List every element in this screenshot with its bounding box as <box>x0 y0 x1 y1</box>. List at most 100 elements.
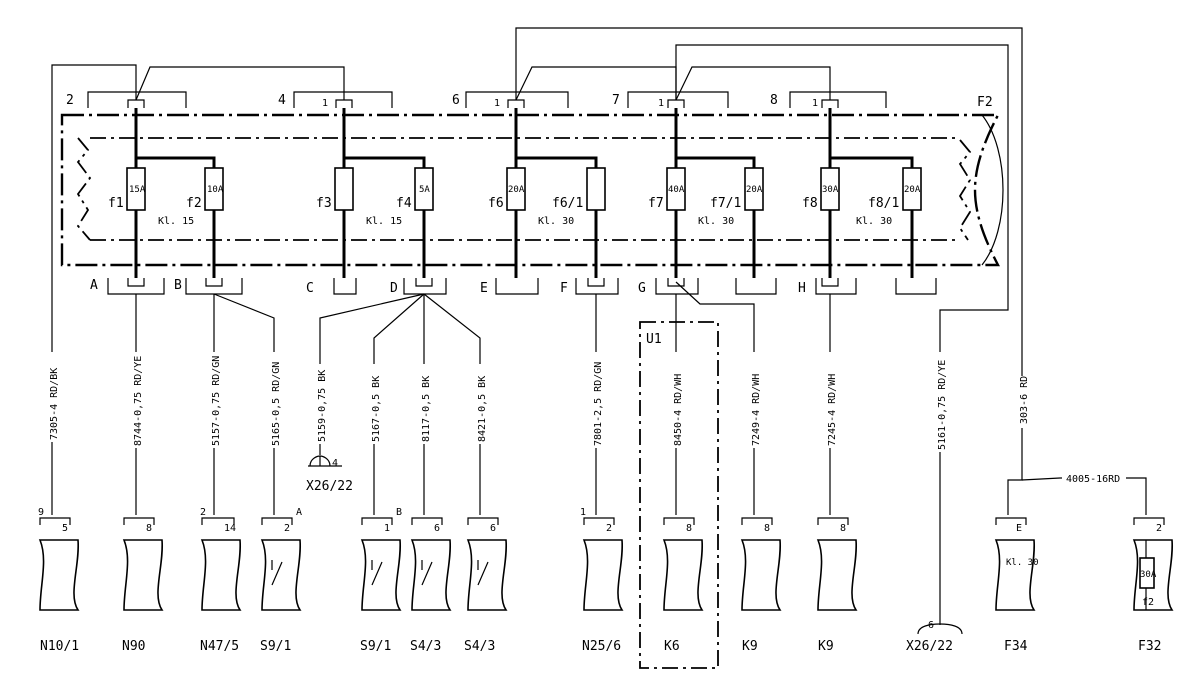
fuse-rating: 40A <box>668 185 685 195</box>
fuse-f4[interactable]: 5A f4 <box>396 167 434 211</box>
component-n90[interactable]: 8 N90 <box>122 517 164 654</box>
component-name: N25/6 <box>582 639 621 654</box>
fuse-f6[interactable]: 20A f6 <box>488 167 526 211</box>
component-pin: 5 <box>62 523 68 534</box>
components: 5 9 N10/1 8 N90 14 2 N47/5 2 A S9/1 <box>38 507 1174 654</box>
internal-wiring <box>134 108 914 278</box>
wire-label: 7249-4 RD/WH <box>751 374 762 446</box>
fuse-rating: 20A <box>904 185 921 195</box>
feed-wires <box>51 27 1023 385</box>
ground-pin: 4 <box>332 458 338 469</box>
component-f34[interactable]: E Kl. 30 F34 <box>994 517 1039 654</box>
fuse-f7[interactable]: 40A f7 <box>648 167 686 211</box>
fuse-f7-1[interactable]: 20A f7/1 <box>710 167 764 211</box>
component-s4-3[interactable]: 6 S4/3 <box>410 517 452 654</box>
component-pin: 2 <box>1156 523 1162 534</box>
component-name: N90 <box>122 639 145 654</box>
wire-label: 5159-0,75 BK <box>317 370 328 442</box>
component-k9-second[interactable]: 8 K9 <box>816 517 858 654</box>
fusebox-outline: F2 <box>60 95 1004 267</box>
wire-label: 8117-0,5 BK <box>421 376 432 442</box>
fuse-rating: 15A <box>129 185 146 195</box>
component-pin: 14 <box>224 523 236 534</box>
fuse-id: f4 <box>396 196 412 211</box>
output-letter: A <box>90 278 98 293</box>
terminal-label: Kl. 15 <box>158 216 194 227</box>
wire-label: 5157-0,75 RD/GN <box>211 356 222 446</box>
module-label: U1 <box>646 332 662 347</box>
component-ext: 1 <box>580 507 586 518</box>
output-letter: G <box>638 281 646 296</box>
component-n47-5[interactable]: 14 2 N47/5 <box>200 507 242 654</box>
fusebox-name: F2 <box>977 95 993 110</box>
component-ext: B <box>396 507 402 518</box>
busbar-pin: 1 <box>812 98 818 109</box>
component-n25-6[interactable]: 2 1 N25/6 <box>580 507 624 654</box>
fuse-id: f7 <box>648 196 664 211</box>
component-pin: 2 <box>284 523 290 534</box>
ground-name: X26/22 <box>306 479 353 494</box>
component-pin: 6 <box>928 620 934 631</box>
component-pin: 6 <box>434 523 440 534</box>
component-pin: 8 <box>686 523 692 534</box>
component-pin: 2 <box>606 523 612 534</box>
terminal-label: Kl. 30 <box>856 216 892 227</box>
fuse-id: f7/1 <box>710 196 741 211</box>
wire-label: 5165-0,5 RD/GN <box>271 362 282 446</box>
f32-fuse-rating: 30A <box>1140 570 1157 580</box>
component-s4-3-second[interactable]: 6 S4/3 <box>464 517 508 654</box>
fuse-rating: 20A <box>746 185 763 195</box>
fuse-id: f2 <box>186 196 202 211</box>
output-letter: F <box>560 281 568 296</box>
component-ext: 2 <box>200 507 206 518</box>
splice-wire-label: 4005-16RD <box>1066 474 1120 485</box>
busbar-number: 2 <box>66 93 74 108</box>
fuse-rating: 10A <box>207 185 224 195</box>
component-n10-1[interactable]: 5 9 N10/1 <box>38 507 80 654</box>
fuse-f8[interactable]: 30A f8 <box>802 167 840 211</box>
fuse-f3[interactable]: f3 <box>316 167 354 211</box>
component-name: K9 <box>742 639 758 654</box>
fuse-f2[interactable]: 10A f2 <box>186 167 224 211</box>
fuse-id: f6/1 <box>552 196 583 211</box>
component-pin: 8 <box>840 523 846 534</box>
fuse-rating: 20A <box>508 185 525 195</box>
fuses: 15A f1 10A f2 f3 5A f4 20A f6 f6/1 <box>108 167 922 227</box>
wire-labels: 7305-4 RD/BK 8744-0,75 RD/YE 5157-0,75 R… <box>44 352 1030 452</box>
component-f32[interactable]: 2 30A f2 F32 <box>1132 517 1174 654</box>
component-k6[interactable]: 8 K6 <box>662 517 704 654</box>
fuse-rating: 5A <box>419 185 430 195</box>
component-s9-1-b[interactable]: 1 B S9/1 <box>360 507 402 654</box>
component-pin: 8 <box>146 523 152 534</box>
wire-label: 8421-0,5 BK <box>477 376 488 442</box>
terminal-label: Kl. 30 <box>538 216 574 227</box>
component-ext: 9 <box>38 507 44 518</box>
wire-label: 8744-0,75 RD/YE <box>133 356 144 446</box>
fuse-f8-1[interactable]: 20A f8/1 <box>868 167 922 211</box>
module-u1: U1 <box>639 321 719 669</box>
fuse-f1[interactable]: 15A f1 <box>108 167 146 211</box>
busbar-brackets: 2 4 6 7 8 1 1 1 1 <box>66 91 887 109</box>
busbar-number: 7 <box>612 93 620 108</box>
component-name: N10/1 <box>40 639 79 654</box>
component-name: F34 <box>1004 639 1028 654</box>
component-k9[interactable]: 8 K9 <box>740 517 782 654</box>
output-letter: H <box>798 281 806 296</box>
output-letter: C <box>306 281 314 296</box>
terminal-label: Kl. 15 <box>366 216 402 227</box>
terminal-label: Kl. 30 <box>698 216 734 227</box>
wire-label: 7305-4 RD/BK <box>49 368 60 440</box>
component-name: S4/3 <box>410 639 441 654</box>
fuse-id: f8/1 <box>868 196 899 211</box>
fuse-f6-1[interactable]: f6/1 <box>552 167 606 211</box>
component-x26-22[interactable]: 6 X26/22 <box>906 620 963 654</box>
component-pin: 6 <box>490 523 496 534</box>
component-name: F32 <box>1138 639 1161 654</box>
component-name: X26/22 <box>906 639 953 654</box>
output-letter: E <box>480 281 488 296</box>
fuse-id: f8 <box>802 196 818 211</box>
f34-terminal: Kl. 30 <box>1006 558 1039 568</box>
component-name: N47/5 <box>200 639 239 654</box>
component-s9-1-a[interactable]: 2 A S9/1 <box>260 507 302 654</box>
